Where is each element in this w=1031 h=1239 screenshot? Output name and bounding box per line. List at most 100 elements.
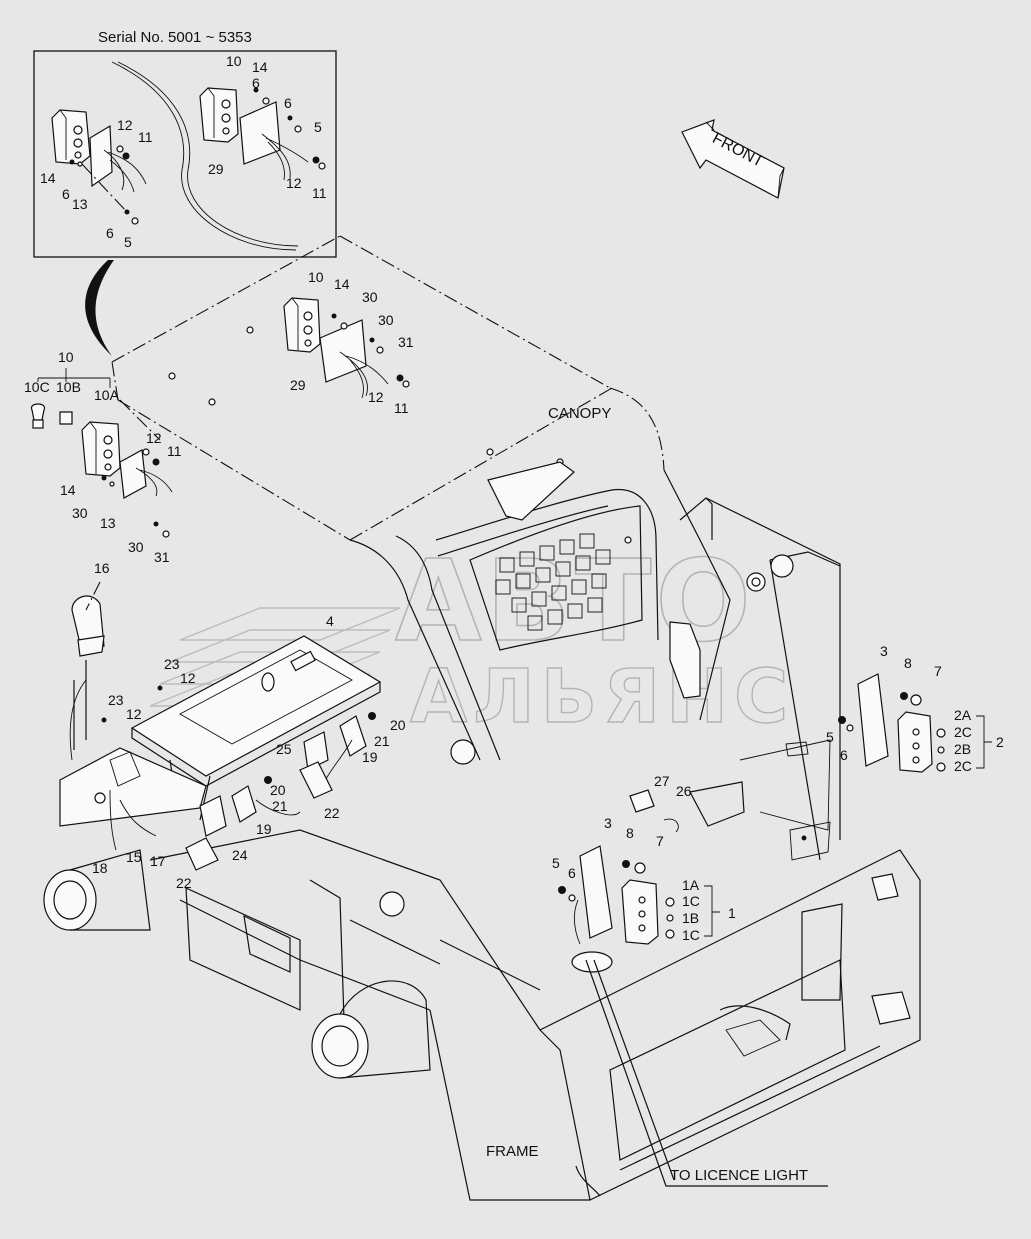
rear-window-grid (469, 461, 643, 651)
svg-text:18: 18 (92, 860, 108, 876)
inset-title: Serial No. 5001 ~ 5353 (98, 29, 252, 46)
connector-arrow (85, 260, 114, 356)
svg-text:19: 19 (362, 749, 378, 765)
svg-text:10A: 10A (94, 387, 120, 403)
svg-text:6: 6 (252, 75, 260, 91)
svg-text:4: 4 (326, 613, 334, 629)
svg-text:23: 23 (108, 692, 124, 708)
svg-text:12: 12 (180, 670, 196, 686)
frame-ribs (725, 739, 831, 1057)
svg-text:11: 11 (167, 443, 182, 459)
svg-text:14: 14 (60, 482, 76, 498)
svg-text:14: 14 (334, 276, 350, 292)
svg-text:14: 14 (40, 170, 56, 186)
frame-label: FRAME (486, 1143, 539, 1160)
watermark-text-1: АВТО (395, 537, 755, 667)
svg-text:1B: 1B (682, 910, 699, 926)
svg-text:21: 21 (374, 733, 390, 749)
svg-text:2C: 2C (954, 758, 972, 774)
svg-text:16: 16 (94, 560, 110, 576)
front-arrow: FRONT (681, 119, 785, 199)
svg-text:21: 21 (272, 798, 288, 814)
svg-text:26: 26 (676, 783, 692, 799)
svg-text:14: 14 (252, 59, 268, 75)
svg-text:22: 22 (324, 805, 340, 821)
svg-text:6: 6 (284, 95, 292, 111)
svg-text:1C: 1C (682, 893, 700, 909)
watermark-text-2: АЛЬЯНС (410, 654, 794, 740)
svg-text:30: 30 (378, 312, 394, 328)
svg-text:8: 8 (626, 825, 634, 841)
svg-text:11: 11 (394, 400, 409, 416)
svg-text:27: 27 (654, 773, 670, 789)
svg-text:5: 5 (124, 234, 132, 250)
svg-text:13: 13 (100, 515, 116, 531)
svg-text:1C: 1C (682, 927, 700, 943)
svg-text:25: 25 (276, 741, 292, 757)
svg-text:30: 30 (128, 539, 144, 555)
svg-text:2: 2 (996, 734, 1004, 750)
svg-text:6: 6 (840, 747, 848, 763)
svg-text:7: 7 (934, 663, 942, 679)
svg-text:12: 12 (286, 175, 302, 191)
svg-text:20: 20 (390, 717, 406, 733)
licence-label: TO LICENCE LIGHT (670, 1167, 808, 1184)
left-lamp-assembly: 10 10C 10B 10A 12 11 14 30 13 30 31 (24, 349, 182, 565)
svg-text:31: 31 (398, 334, 414, 350)
svg-text:22: 22 (176, 875, 192, 891)
licence-callout: TO LICENCE LIGHT (585, 959, 828, 1187)
inset-lamp-right: 10 14 6 6 5 29 12 11 (199, 53, 327, 201)
svg-text:19: 19 (256, 821, 272, 837)
svg-text:15: 15 (126, 849, 142, 865)
svg-text:1: 1 (728, 905, 736, 921)
svg-text:6: 6 (62, 186, 70, 202)
svg-text:20: 20 (270, 782, 286, 798)
svg-text:6: 6 (568, 865, 576, 881)
svg-text:7: 7 (656, 833, 664, 849)
svg-text:17: 17 (150, 853, 166, 869)
svg-text:5: 5 (826, 729, 834, 745)
svg-text:2B: 2B (954, 741, 971, 757)
frame-outline: FRAME (43, 739, 921, 1201)
svg-text:8: 8 (904, 655, 912, 671)
svg-text:10B: 10B (56, 379, 81, 395)
svg-text:30: 30 (72, 505, 88, 521)
svg-text:13: 13 (72, 196, 88, 212)
svg-text:3: 3 (604, 815, 612, 831)
svg-text:12: 12 (368, 389, 384, 405)
svg-text:11: 11 (138, 129, 153, 145)
svg-text:10: 10 (58, 349, 74, 365)
svg-text:6: 6 (106, 225, 114, 241)
svg-text:10C: 10C (24, 379, 50, 395)
svg-text:30: 30 (362, 289, 378, 305)
svg-text:10: 10 (226, 53, 242, 69)
svg-text:5: 5 (552, 855, 560, 871)
svg-text:1A: 1A (682, 877, 700, 893)
svg-text:11: 11 (312, 185, 327, 201)
svg-text:12: 12 (126, 706, 142, 722)
svg-text:31: 31 (154, 549, 170, 565)
svg-text:12: 12 (146, 430, 162, 446)
svg-text:12: 12 (117, 117, 133, 133)
watermark-logo: АВТО АЛЬЯНС (149, 536, 794, 741)
svg-text:24: 24 (232, 847, 248, 863)
svg-text:5: 5 (314, 119, 322, 135)
svg-text:2A: 2A (954, 707, 972, 723)
canopy-label: CANOPY (548, 405, 611, 422)
svg-text:3: 3 (880, 643, 888, 659)
svg-text:23: 23 (164, 656, 180, 672)
svg-text:29: 29 (290, 377, 306, 393)
svg-text:29: 29 (208, 161, 224, 177)
svg-text:2C: 2C (954, 724, 972, 740)
canopy-outline: CANOPY (111, 235, 841, 861)
svg-text:10: 10 (308, 269, 324, 285)
